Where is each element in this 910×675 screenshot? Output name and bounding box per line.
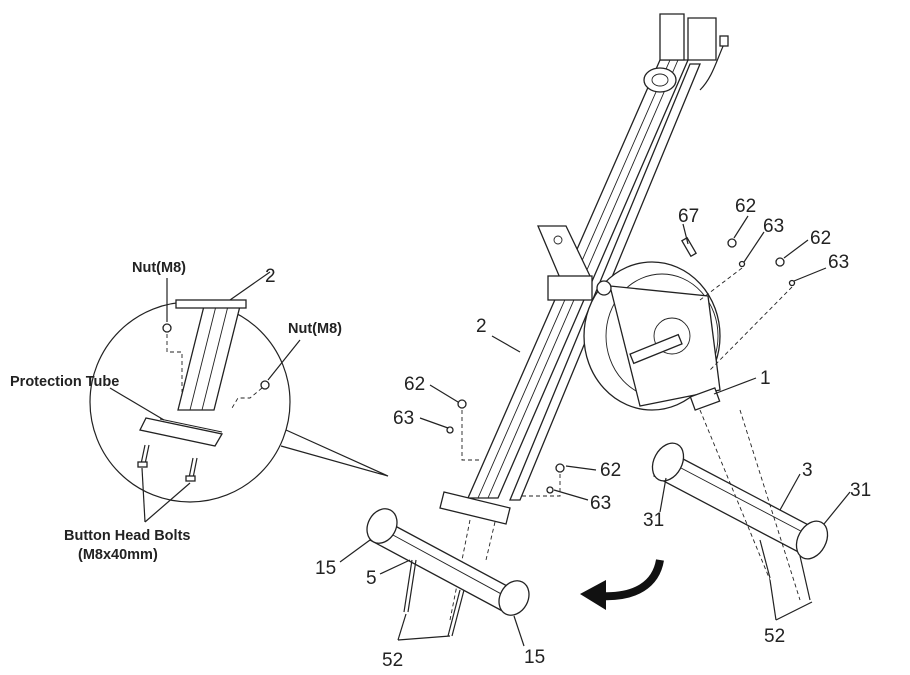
callout-leaders <box>339 215 851 647</box>
callout-frame-main: 2 <box>476 316 487 337</box>
tension-knob <box>643 67 677 93</box>
inset-frame-tube <box>175 299 247 411</box>
inset-nut-right <box>260 380 270 390</box>
flywheel-housing <box>583 261 721 411</box>
callout-front-tube: 5 <box>366 568 377 589</box>
callout-frame-top: 2 <box>265 266 276 287</box>
callout-washer-b: 63 <box>828 252 849 273</box>
callout-washer-c: 63 <box>393 408 414 429</box>
rear-cap-left <box>651 442 685 482</box>
callout-nut-d: 62 <box>600 460 621 481</box>
inset-nut-top <box>162 323 172 333</box>
pin-67 <box>681 236 697 258</box>
callout-flywheel: 1 <box>760 368 771 389</box>
callout-numbers: 2 2 67 62 63 62 63 1 62 63 62 63 3 31 31… <box>265 196 871 671</box>
inset-protection-tube <box>139 417 224 447</box>
callout-washer-a: 63 <box>763 216 784 237</box>
callout-nut-a: 62 <box>735 196 756 217</box>
front-cap-left <box>366 508 398 544</box>
callout-nut-b: 62 <box>810 228 831 249</box>
callout-rear-cap-right: 31 <box>850 480 871 501</box>
label-bolts-line1: Button Head Bolts <box>64 528 190 544</box>
inset-labels: Nut(M8) Nut(M8) Protection Tube Button H… <box>10 260 342 563</box>
front-stabilizer <box>366 508 530 637</box>
label-protection-tube: Protection Tube <box>10 374 119 390</box>
rear-stabilizer <box>651 409 829 601</box>
frame-base-plate <box>439 491 511 525</box>
callout-rear-bolts: 52 <box>764 626 785 647</box>
callout-washer-d: 63 <box>590 493 611 514</box>
front-cap-right <box>498 580 530 616</box>
hardware <box>446 236 796 497</box>
inset-pointer <box>280 429 389 477</box>
label-nut-right: Nut(M8) <box>288 321 342 337</box>
inset-bolt-right <box>185 457 198 482</box>
label-bolts-line2: (M8x40mm) <box>78 547 158 563</box>
callout-front-cap-right: 15 <box>524 647 545 668</box>
callout-rear-cap-left: 31 <box>643 510 664 531</box>
callout-rear-tube: 3 <box>802 460 813 481</box>
detail-inset <box>89 271 389 523</box>
callout-nut-c: 62 <box>404 374 425 395</box>
label-nut-top: Nut(M8) <box>132 260 186 276</box>
callout-front-cap-left: 15 <box>315 558 336 579</box>
rotate-arrow <box>580 559 664 610</box>
inset-bolt-left <box>137 444 150 468</box>
rear-cap-right <box>795 520 829 560</box>
callout-front-bolts: 52 <box>382 650 403 671</box>
callout-pin: 67 <box>678 206 699 227</box>
